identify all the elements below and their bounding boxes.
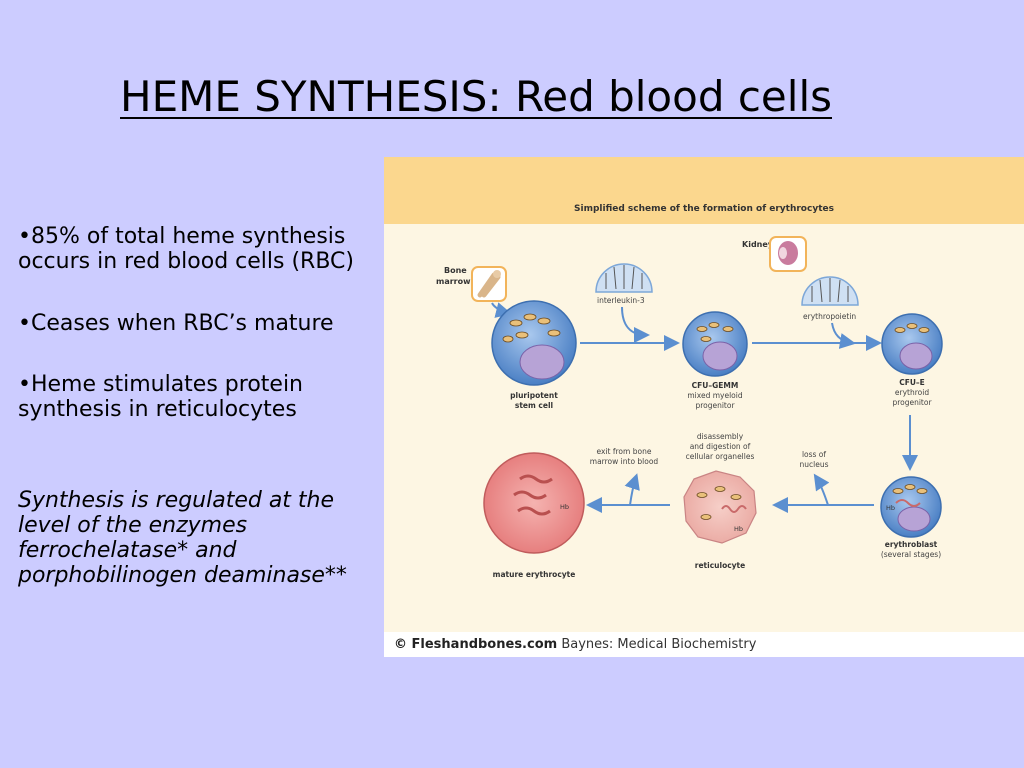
exit-bone-marrow-arrow	[624, 473, 640, 506]
interleukin-label: interleukin-3	[597, 296, 645, 305]
stem-cell-label-2: stem cell	[515, 401, 553, 410]
disassembly-label-3: cellular organelles	[686, 452, 755, 461]
stem-cell-label: pluripotent	[510, 391, 558, 400]
bullet-heme-in-rbc: •85% of total heme synthesis occurs in r…	[18, 224, 354, 274]
erythrocyte-formation-figure: Simplified scheme of the formation of er…	[384, 157, 1024, 657]
erythroblast-label: erythroblast	[885, 540, 938, 549]
cfu-gemm-label-2: mixed myeloid	[687, 391, 742, 400]
bone-marrow-label: Bone	[444, 266, 467, 275]
figure-title: Simplified scheme of the formation of er…	[574, 204, 834, 214]
mature-hb-label: Hb	[560, 503, 569, 511]
cfu-gemm-cell	[682, 311, 748, 377]
loss-of-nucleus-label: loss of	[802, 450, 826, 459]
erythropoietin-cell-icon	[801, 276, 859, 306]
cfu-gemm-label-3: progenitor	[695, 401, 735, 410]
erythroblast-label-2: (several stages)	[881, 550, 941, 559]
figure-credit: © Fleshandbones.com Baynes: Medical Bioc…	[384, 632, 1024, 657]
erythroblast-hb-label: Hb	[886, 504, 895, 512]
interleukin-cell-icon	[595, 263, 653, 293]
kidney-label: Kidney	[742, 240, 774, 249]
disassembly-label-2: and digestion of	[690, 442, 751, 451]
bullet-ceases: •Ceases when RBC’s mature	[18, 311, 334, 336]
erythropoietin-label: erythropoietin	[803, 312, 856, 321]
cfu-e-label-3: progenitor	[892, 398, 932, 407]
mature-erythrocyte-cell	[483, 452, 585, 554]
reticulocyte-hb-label: Hb	[734, 525, 743, 533]
interleukin-arrow	[621, 306, 650, 343]
disassembly-label: disassembly	[697, 432, 744, 441]
loss-of-nucleus-arrow	[813, 473, 830, 506]
cfu-gemm-label: CFU–GEMM	[692, 381, 739, 390]
exit-bone-marrow-label: exit from bone	[597, 447, 652, 456]
credit-text: Baynes: Medical Biochemistry	[557, 637, 757, 652]
credit-brand: © Fleshandbones.com	[394, 637, 558, 652]
bullet-protein-synthesis: •Heme stimulates protein synthesis in re…	[18, 372, 304, 422]
slide-title: HEME SYNTHESIS: Red blood cells	[120, 72, 832, 121]
figure-diagram: Simplified scheme of the formation of er…	[436, 204, 943, 579]
reticulocyte-label: reticulocyte	[695, 561, 745, 570]
bullet-regulation: Synthesis is regulated at the level of t…	[18, 488, 347, 588]
figure-header	[384, 157, 1024, 224]
erythropoietin-arrow	[831, 322, 856, 349]
bone-icon	[471, 266, 507, 302]
bone-marrow-label-2: marrow	[436, 277, 471, 286]
mature-erythrocyte-label: mature erythrocyte	[493, 570, 576, 579]
cfu-e-label: CFU–E	[899, 378, 925, 387]
kidney-icon	[769, 236, 807, 272]
exit-bone-marrow-label-2: marrow into blood	[590, 457, 659, 466]
cfu-e-label-2: erythroid	[895, 388, 929, 397]
cfu-e-cell	[881, 313, 943, 375]
reticulocyte-cell	[683, 470, 757, 544]
pluripotent-stem-cell	[491, 300, 577, 386]
erythroblast-cell	[880, 476, 942, 538]
loss-of-nucleus-label-2: nucleus	[800, 460, 829, 469]
